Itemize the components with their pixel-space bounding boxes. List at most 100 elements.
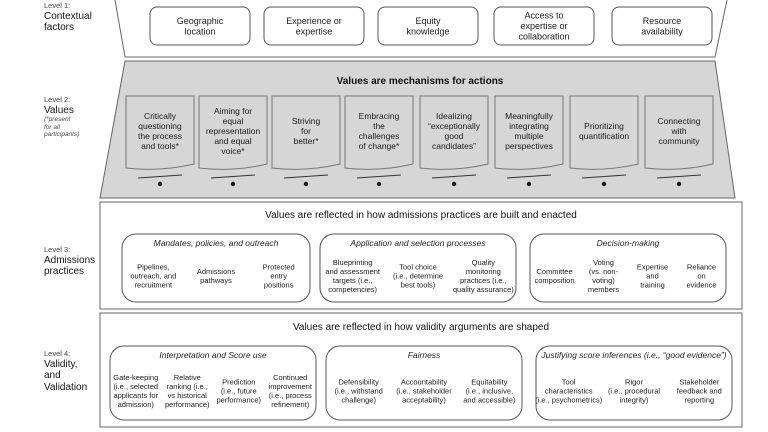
level2-note-line-3: participants) [44,131,80,139]
validity-item-line-3: (i.e., process [269,391,312,400]
contextual-factor-text-line-2: expertise [296,26,333,36]
value-text-line-3: good [445,131,464,141]
value-text-line-2: questioning [138,121,182,131]
validity-group-title: Justifying score inferences (i.e., “good… [540,350,726,360]
practice-item-line-1: Tool choice [399,263,437,272]
contextual-factor-text-line-1: Resource [643,16,682,26]
practice-group: Application and selection processesBluep… [319,233,517,303]
practice-item-line-3: recruitment [135,281,173,290]
validity-item-line-3: performance) [216,396,261,405]
validity-item-line-3: and accessible) [463,396,516,405]
validity-item-line-1: Equitability [471,378,508,387]
practice-item-line-4: members [588,285,620,294]
validity-item-line-2: (i.e., future [221,387,257,396]
practice-item-line-2: on [697,272,705,281]
value-text-line-4: and equal [214,136,251,146]
practice-item-line-2: (i.e., determine [393,272,443,281]
value-text-line-2: equal [223,116,244,126]
level4-title-line-1: Validity, [44,358,78,370]
value-text-line-4: candidates” [432,141,476,151]
validity-item-line-2: (i.e., procedural [608,387,660,396]
practice-item-line-3: best tools) [401,281,436,290]
level4-validity-groups: Interpretation and Score useGate-keeping… [109,345,733,421]
value-text-line-2: “exceptionally [428,121,481,131]
validity-item-line-2: characteristics [545,387,593,396]
value-text-line-3: challenges [359,131,400,141]
contextual-factor-border [611,6,713,46]
value-text-line-1: Embracing [359,111,400,121]
practice-item-line-2: and [646,272,659,281]
validity-item-line-1: Rigor [625,378,643,387]
level2-heading: Values are mechanisms for actions [337,76,504,87]
validity-item-line-3: integrity) [620,396,649,405]
practice-group-border [121,233,311,303]
value-box-border [198,95,268,170]
value-connector-dot [376,181,382,187]
practice-item-line-1: Blueprinting [333,258,373,267]
practice-item-line-2: pathways [200,276,232,285]
validity-group: Justifying score inferences (i.e., “good… [535,345,733,421]
level2-note-line-1: (*present [44,116,71,124]
value-text-line-4: and tools* [141,141,179,151]
level4-title-line-3: Validation [44,381,88,393]
value-box-border [569,95,639,170]
level2-title: Values [44,104,74,116]
validity-item-line-1: Defensibility [338,378,379,387]
level3-number: Level 3: [44,245,71,254]
value-text-line-1: Aiming for [214,106,252,116]
value-text-line-1: Prioritizing [584,121,624,131]
validity-group-border [535,345,733,421]
value-connector-line [137,174,183,179]
practice-group-title: Application and selection processes [349,238,486,248]
value-connector-dot [601,181,607,187]
value-text-line-3: representation [206,126,261,136]
validity-item-line-2: feedback and [677,387,722,396]
contextual-factor-text-line-1: Equity [415,16,441,26]
value-text-line-2: quantification [579,131,629,141]
value-connector-dot [676,181,682,187]
practice-item-line-1: Committee [536,267,572,276]
validity-item-line-3: applicants for [113,391,158,400]
practice-item-line-3: positions [264,281,294,290]
value-box-border [271,95,341,170]
value-connector-dot [451,181,457,187]
validity-item-line-3: vs historical [168,391,208,400]
practice-item-line-1: Quality [472,258,496,267]
practice-item-line-2: composition [534,276,574,285]
value-text-line-1: Connecting [657,116,700,126]
validity-item-line-3: challenge) [341,396,376,405]
value-text-line-3: community [658,136,700,146]
value-text-line-3: better* [293,136,319,146]
level2-label: Level 2: Values (*present for all partic… [44,95,80,139]
practice-item-line-4: competencies) [328,285,377,294]
value-box-border [419,95,489,170]
validity-item-line-3: acceptability) [402,396,446,405]
validity-item-line-4: admission) [118,400,155,409]
validity-item-line-2: (i.e., withstand [334,387,382,396]
validity-item-line-3: (i.e., psychometrics) [535,396,603,405]
validity-group-border [109,345,317,421]
practice-item-line-2: entry [270,272,287,281]
contextual-factor-text-line-2: knowledge [406,26,449,36]
validity-item-line-2: (i.e., inclusive, [466,387,514,396]
practice-group: Mandates, policies, and outreachPipeline… [121,233,311,303]
practice-item-line-3: targets (i.e., [333,276,373,285]
contextual-factor-text-line-1: Geographic [177,16,224,26]
level3-title-line-1: Admissions [44,254,96,266]
contextual-factor-border [149,6,251,46]
value-box-border [125,95,195,170]
value-text-line-2: for [301,126,311,136]
practice-group: Decision-makingCommitteecompositionVotin… [529,233,727,303]
level1-number: Level 1: [44,1,71,10]
contextual-factor-text-line-3: collaboration [518,32,569,42]
value-connector-dot [157,181,163,187]
level4-number: Level 4: [44,349,71,358]
value-connector-line [581,174,627,179]
validity-item-line-2: ranking (i.e., [167,382,208,391]
value-text-line-1: Idealizing [436,111,472,121]
